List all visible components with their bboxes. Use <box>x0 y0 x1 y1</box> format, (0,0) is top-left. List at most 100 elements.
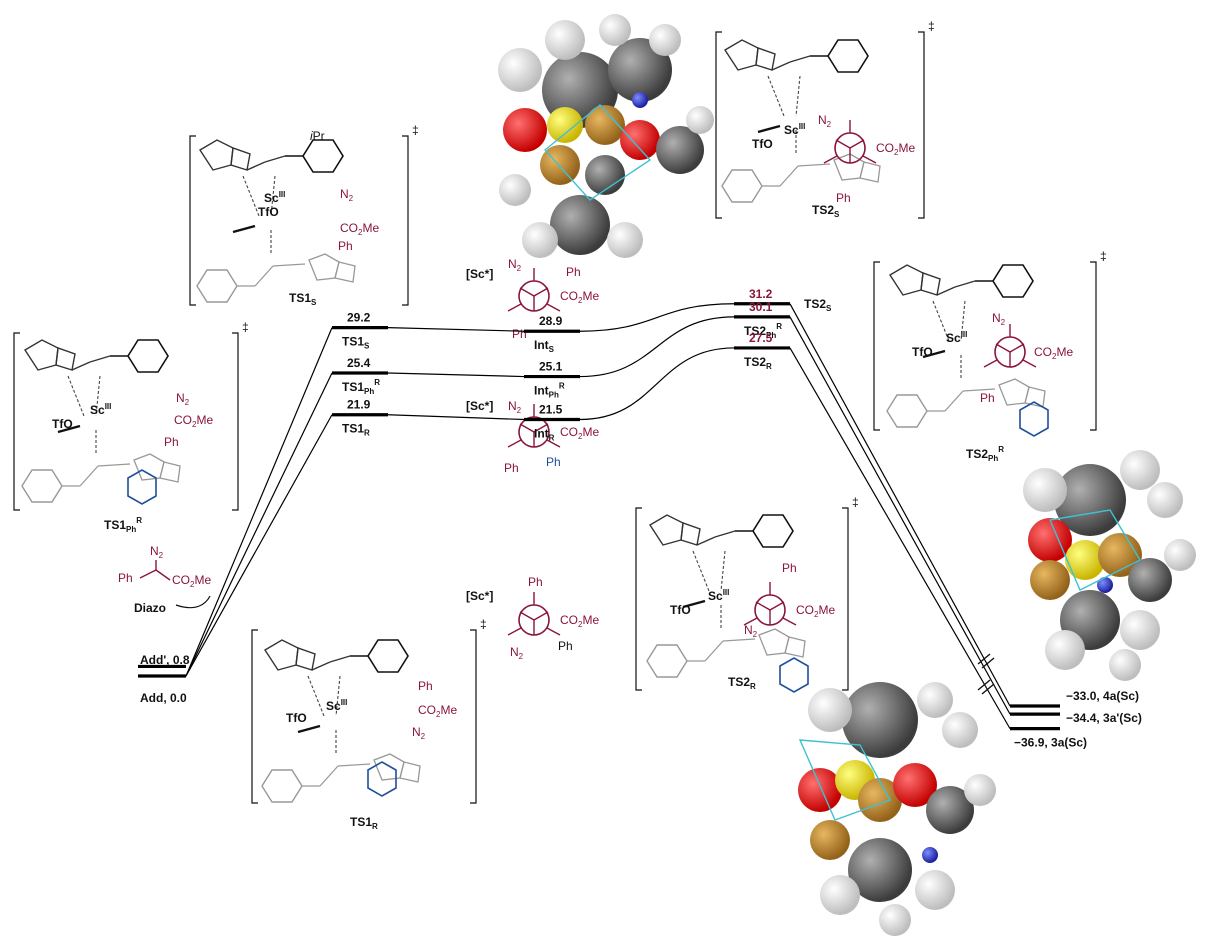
svg-text:TfO: TfO <box>258 205 279 219</box>
structure-label-ts2r: TS2R <box>728 675 756 691</box>
space-filling-model-ts1s <box>498 14 714 258</box>
connector-intphr-ts2phr <box>579 316 735 378</box>
level-label-ts2phr: TS2PhR <box>744 322 782 340</box>
profile-connectors <box>185 303 1011 729</box>
svg-text:TfO: TfO <box>670 603 691 617</box>
dagger: ‡ <box>412 123 419 137</box>
axis-break-marks <box>977 653 995 695</box>
svg-text:CO2Me: CO2Me <box>1034 345 1073 361</box>
svg-text:‡: ‡ <box>480 617 487 631</box>
diazo-reactant: Ph N2 CO2Me Diazo <box>118 544 211 615</box>
level-value-ts2r: 27.5 <box>749 331 773 345</box>
svg-text:[Sc*]: [Sc*] <box>466 399 493 413</box>
svg-text:N2: N2 <box>340 187 354 203</box>
connector-ts1r-intr <box>387 414 525 421</box>
svg-text:CO2Me: CO2Me <box>560 613 599 629</box>
structure-ts1s: ‡ TfO ScIII iPr CO2Me N2 Ph TS1S <box>189 123 419 307</box>
structure-label-ts2s: TS2S <box>812 203 840 219</box>
structure-label-ts1r: TS1R <box>350 815 378 831</box>
svg-text:Ph: Ph <box>528 575 543 589</box>
svg-text:Ph: Ph <box>164 435 179 449</box>
svg-text:N2: N2 <box>510 645 524 661</box>
level-value-p4a: −33.0, 4a(Sc) <box>1066 689 1139 703</box>
svg-text:N2: N2 <box>508 399 522 415</box>
structure-ts2r: ‡ TfO ScIII CO2Me N2 Ph TS2R <box>635 495 859 693</box>
svg-text:‡: ‡ <box>928 19 935 33</box>
svg-text:‡: ‡ <box>1100 249 1107 263</box>
svg-text:ScIII: ScIII <box>946 330 967 345</box>
svg-text:Ph: Ph <box>546 455 561 469</box>
space-filling-model-ts2r <box>798 682 996 936</box>
level-label-ts2r: TS2R <box>744 355 772 371</box>
svg-text:TfO: TfO <box>752 137 773 151</box>
level-label-ints: IntS <box>534 338 555 354</box>
svg-text:Ph: Ph <box>118 571 133 585</box>
svg-text:[Sc*]: [Sc*] <box>466 267 493 281</box>
svg-text:[Sc*]: [Sc*] <box>466 589 493 603</box>
svg-text:N2: N2 <box>176 391 190 407</box>
svg-text:ScIII: ScIII <box>326 698 347 713</box>
level-value-ts1r: 21.9 <box>347 398 371 412</box>
connector-add-ts1s <box>185 327 333 677</box>
structure-intphr: [Sc*] CO2Me N2 Ph Ph <box>466 399 599 475</box>
svg-text:TfO: TfO <box>912 345 933 359</box>
level-value-p3ap: −34.4, 3a'(Sc) <box>1066 711 1142 725</box>
level-value-ts1phr: 25.4 <box>347 356 371 370</box>
svg-text:N2: N2 <box>150 544 164 560</box>
level-value-intphr: 25.1 <box>539 360 563 374</box>
connector-ints-ts2s <box>579 303 735 332</box>
level-label-intphr: IntPhR <box>534 382 565 400</box>
structure-label-ts2phr: TS2PhR <box>966 445 1004 463</box>
svg-text:CO2Me: CO2Me <box>560 425 599 441</box>
svg-text:CO2Me: CO2Me <box>340 221 379 237</box>
structure-label-ts1phr: TS1PhR <box>104 516 142 534</box>
structure-ts2s: ‡ TfO ScIII CO2Me N2 Ph TS2S <box>715 19 935 219</box>
svg-text:Ph: Ph <box>504 461 519 475</box>
level-value-intr: 21.5 <box>539 403 563 417</box>
svg-text:CO2Me: CO2Me <box>418 703 457 719</box>
svg-text:TfO: TfO <box>52 417 73 431</box>
svg-text:ScIII: ScIII <box>708 588 729 603</box>
svg-text:CO2Me: CO2Me <box>876 141 915 157</box>
diazo-label: Diazo <box>134 601 166 615</box>
svg-text:Ph: Ph <box>512 327 527 341</box>
svg-text:ScIII: ScIII <box>784 122 805 137</box>
level-value-add-prime: Add', 0.8 <box>140 653 190 667</box>
svg-text:CO2Me: CO2Me <box>796 603 835 619</box>
connector-ts2phr-p3ap <box>789 316 1011 715</box>
connector-ts2s-p4a <box>789 303 1011 707</box>
svg-text:‡: ‡ <box>242 320 249 334</box>
svg-text:N2: N2 <box>818 113 832 129</box>
svg-text:Ph: Ph <box>558 639 573 653</box>
level-value-ints: 28.9 <box>539 314 563 328</box>
structure-ints: [Sc*] CO2Me N2 Ph Ph <box>466 257 599 341</box>
connector-ts1phr-intphr <box>387 372 525 378</box>
connector-ts1s-ints <box>387 327 525 332</box>
level-value-ts2s: 31.2 <box>749 287 773 301</box>
structure-ts2phr: ‡ TfO ScIII CO2Me N2 Ph TS2PhR <box>873 249 1107 463</box>
structure-intr: [Sc*] CO2Me Ph N2 Ph <box>466 575 599 661</box>
svg-text:Ph: Ph <box>836 191 851 205</box>
svg-text:N2: N2 <box>508 257 522 273</box>
level-value-ts2phr: 30.1 <box>749 300 773 314</box>
level-value-add: Add, 0.0 <box>140 691 187 705</box>
svg-text:ScIII: ScIII <box>264 190 285 205</box>
svg-text:Ph: Ph <box>980 391 995 405</box>
svg-text:Ph: Ph <box>782 561 797 575</box>
connector-add-ts1phr <box>185 372 333 677</box>
svg-text:CO2Me: CO2Me <box>174 413 213 429</box>
structure-ts1phr: ‡ TfO ScIII CO2Me N2 Ph TS1PhR <box>13 320 249 534</box>
connector-intr-ts2r <box>579 347 735 421</box>
svg-text:Ph: Ph <box>338 239 353 253</box>
level-label-ts1s: TS1S <box>342 335 370 351</box>
connector-add-ts1r <box>185 414 333 677</box>
svg-text:Ph: Ph <box>566 265 581 279</box>
structure-label-ts1s: TS1S <box>289 291 317 307</box>
svg-text:N2: N2 <box>412 725 426 741</box>
level-value-ts1s: 29.2 <box>347 311 371 325</box>
svg-text:iPr: iPr <box>310 129 325 143</box>
level-label-intr: IntR <box>534 427 555 443</box>
connector-ts2r-p3a <box>789 347 1011 729</box>
